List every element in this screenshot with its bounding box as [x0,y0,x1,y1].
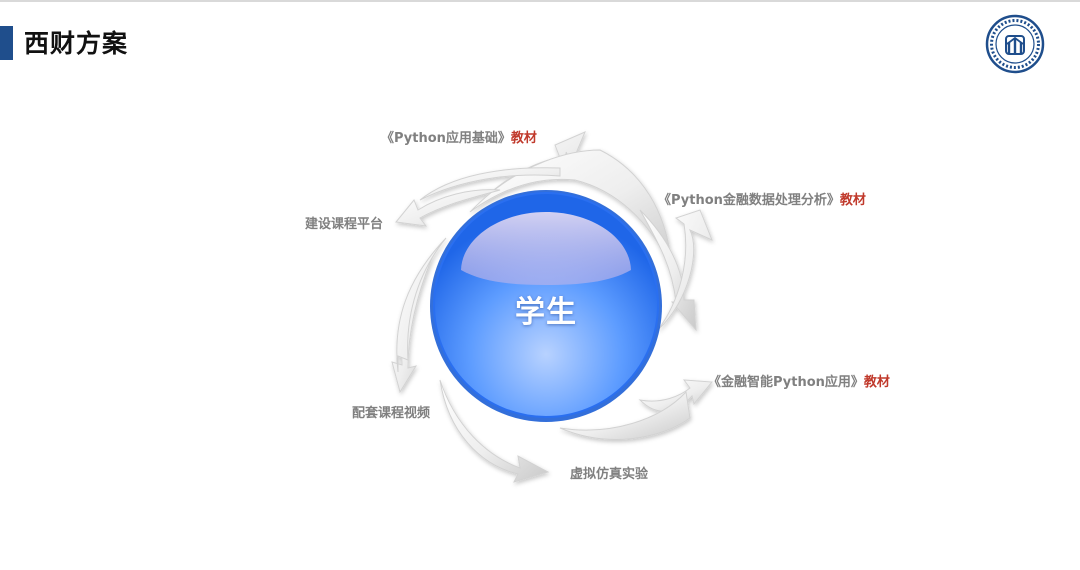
cycle-item-2: 《Python金融数据处理分析》教材 [658,193,866,209]
cycle-item-2-text: 《Python金融数据处理分析》 [658,193,840,208]
cycle-item-4-text: 虚拟仿真实验 [570,467,649,482]
cycle-item-5-text: 配套课程视频 [352,406,431,421]
cycle-item-6-text: 建设课程平台 [305,217,384,232]
center-sphere [430,190,662,422]
page-title: 西财方案 [24,29,129,58]
title-accent-bar [0,26,13,60]
cycle-item-3: 《金融智能Python应用》教材 [708,375,890,391]
center-label: 学生 [515,295,577,330]
cycle-item-3-text: 《金融智能Python应用》 [708,375,864,390]
cycle-arrow-3 [638,379,713,412]
cycle-arrow-2 [639,209,697,332]
top-divider [0,0,1080,2]
cycle-item-6: 建设课程平台 [305,217,383,233]
cycle-arrow-4 [439,379,550,483]
cycle-item-1-text: 《Python应用基础》 [381,131,511,146]
cycle-arrows [391,131,713,483]
cycle-item-4: 虚拟仿真实验 [570,467,648,483]
cycle-item-5: 配套课程视频 [352,406,430,422]
cycle-item-1-accent: 教材 [510,131,537,146]
cycle-item-2-accent: 教材 [839,193,866,208]
cycle-item-3-accent: 教材 [863,375,890,390]
cycle-arrow-6 [395,189,501,227]
university-seal-icon [985,14,1045,74]
cycle-item-1: 《Python应用基础》教材 [381,131,537,147]
